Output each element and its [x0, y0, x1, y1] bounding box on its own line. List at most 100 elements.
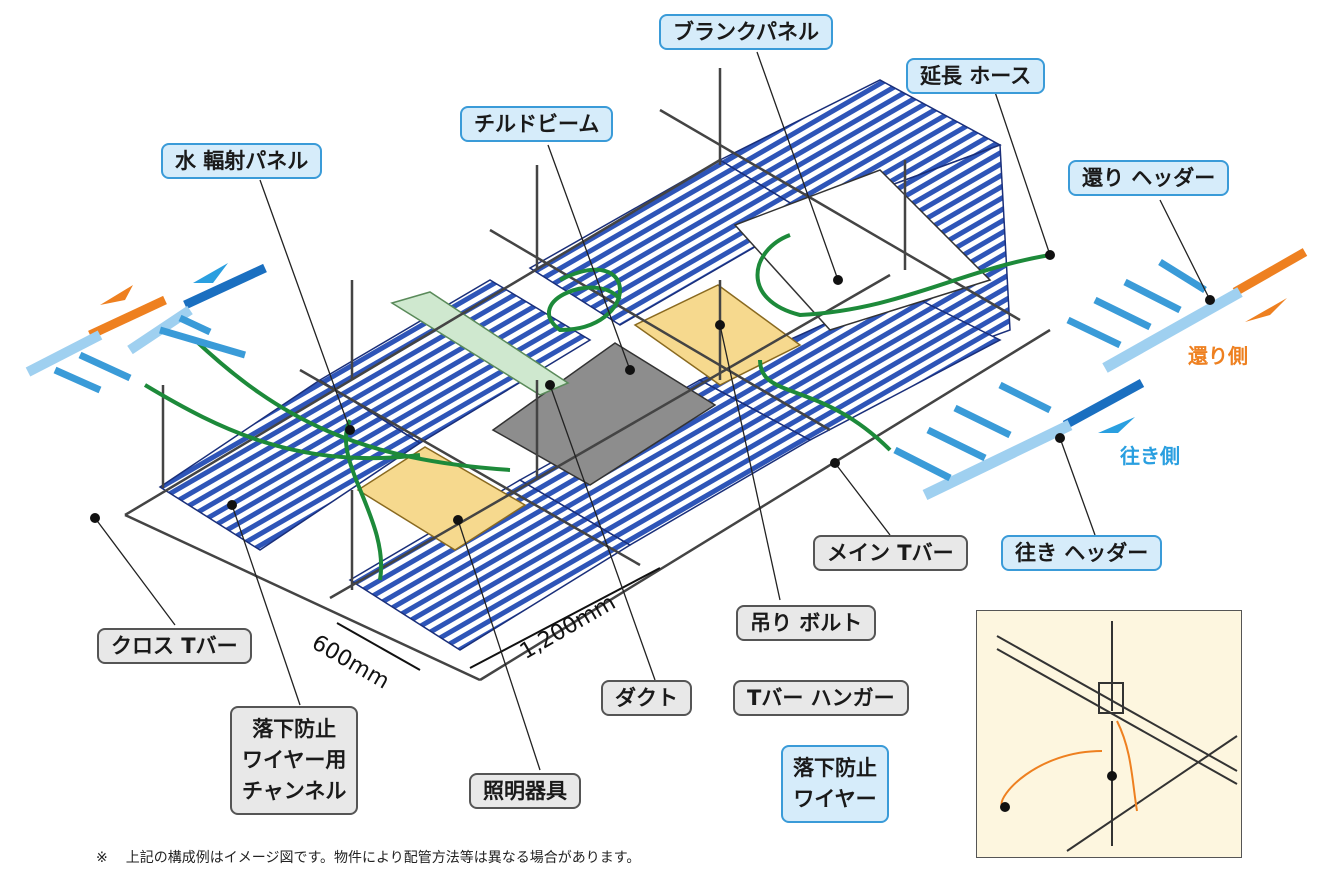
label-cross-tbar: クロス Tバー	[97, 628, 252, 664]
leader	[457, 519, 541, 771]
leader-dots	[90, 250, 1215, 525]
leader-dot	[830, 458, 840, 468]
supply-arrow-left	[193, 263, 228, 283]
leader-dot	[833, 275, 843, 285]
header-nozzle	[53, 366, 102, 394]
header-nozzle	[78, 351, 132, 382]
hanger-detail-drawing	[996, 621, 1238, 852]
return-pipe	[88, 295, 167, 340]
hose	[755, 233, 1051, 318]
label-fall-wire-channel: 落下防止 ワイヤー用 チャンネル	[230, 706, 359, 815]
hoses	[143, 233, 1051, 581]
leader	[547, 144, 631, 371]
label-line: 落下防止	[793, 756, 877, 780]
label-line: ワイヤー	[793, 787, 877, 811]
label-main-tbar: メイン Tバー	[813, 535, 968, 571]
leader-dot	[1045, 250, 1055, 260]
leader	[1059, 437, 1096, 536]
inset-tbar	[996, 648, 1238, 785]
inset-leader-dot	[1107, 771, 1117, 781]
header-nozzle	[1066, 316, 1122, 349]
label-blank-panel: ブランクパネル	[659, 14, 833, 50]
header-nozzle	[953, 404, 1012, 439]
supply-pipe	[183, 263, 267, 310]
leader-dot	[227, 500, 237, 510]
leader-dot	[345, 425, 355, 435]
leader	[549, 384, 656, 681]
footnote-text: 上記の構成例はイメージ図です。物件により配管方法等は異なる場合があります。	[125, 850, 641, 866]
leader-dot	[625, 365, 635, 375]
right-headers	[893, 248, 1308, 500]
leader-dot	[1205, 295, 1215, 305]
label-line: 落下防止	[252, 717, 337, 741]
inset-leader-dot	[1000, 802, 1010, 812]
return-side-label: 還り側	[1188, 344, 1248, 368]
main-tbar-line	[124, 158, 721, 517]
tbar-grid	[124, 108, 1051, 682]
leader	[94, 517, 176, 626]
footnote: ※ 上記の構成例はイメージ図です。物件により配管方法等は異なる場合があります。	[96, 847, 658, 867]
label-fall-wire: 落下防止 ワイヤー	[781, 745, 889, 823]
hose	[758, 359, 892, 452]
label-return-header: 還り ヘッダー	[1068, 160, 1230, 196]
hose	[547, 267, 622, 333]
hose	[143, 383, 421, 461]
inset-hanger	[1098, 682, 1124, 714]
label-supply-header: 往き ヘッダー	[1001, 535, 1163, 571]
header-nozzle	[1093, 296, 1152, 331]
label-extension-hose: 延長 ホース	[906, 58, 1046, 94]
main-tbar-line	[479, 328, 1051, 682]
inset-fall-wire	[1116, 720, 1138, 812]
left-headers	[25, 263, 267, 394]
header-nozzle	[926, 426, 987, 462]
header-nozzle	[1158, 259, 1207, 293]
leader-dot	[715, 320, 725, 330]
supply-header-bar	[922, 420, 1073, 500]
leader-lines	[94, 51, 1211, 771]
supply-side-label: 往き側	[1120, 444, 1180, 468]
return-arrow-right	[1245, 298, 1287, 322]
supply-arrow-right	[1098, 417, 1135, 433]
return-pipe	[1232, 248, 1308, 296]
cross-tbar-line	[489, 228, 831, 432]
return-header-bar	[1102, 287, 1243, 373]
light-fixture	[356, 446, 527, 551]
leader-dot	[453, 515, 463, 525]
return-arrow-left	[100, 285, 133, 305]
leader-dot	[545, 380, 555, 390]
label-chilled-beam: チルドビーム	[460, 106, 614, 142]
duct-body	[390, 291, 570, 396]
leader	[994, 91, 1051, 256]
label-lighting: 照明器具	[469, 773, 581, 809]
header-nozzle	[893, 446, 952, 482]
header-nozzle	[1123, 278, 1182, 314]
leader	[719, 324, 781, 601]
leader-dot	[1055, 433, 1065, 443]
label-line: チャンネル	[242, 779, 347, 803]
leader	[1159, 199, 1211, 301]
inset-tbar	[1066, 735, 1238, 852]
header-nozzle	[178, 314, 212, 336]
inset-tbar	[996, 635, 1238, 772]
left-return-header-bar	[25, 330, 103, 377]
inset-fall-wire	[1000, 750, 1103, 807]
hose	[193, 338, 511, 472]
hose	[343, 419, 384, 581]
leader	[756, 51, 839, 281]
cross-tbar-line	[124, 513, 481, 682]
label-hanging-bolt: 吊り ボルト	[736, 605, 877, 641]
supply-pipe	[1062, 379, 1145, 429]
hanger-detail-inset	[976, 610, 1242, 858]
leader	[834, 462, 891, 536]
label-water-radiant-panel: 水 輻射パネル	[161, 143, 323, 179]
main-tbar-line	[329, 273, 891, 600]
label-line: ワイヤー用	[242, 748, 347, 772]
header-nozzle	[159, 326, 246, 359]
dim-600-line	[336, 622, 421, 671]
leader	[259, 179, 351, 431]
footnote-mark: ※	[96, 850, 108, 866]
leader-dot	[90, 513, 100, 523]
header-nozzle	[998, 381, 1052, 414]
leader	[231, 504, 301, 706]
